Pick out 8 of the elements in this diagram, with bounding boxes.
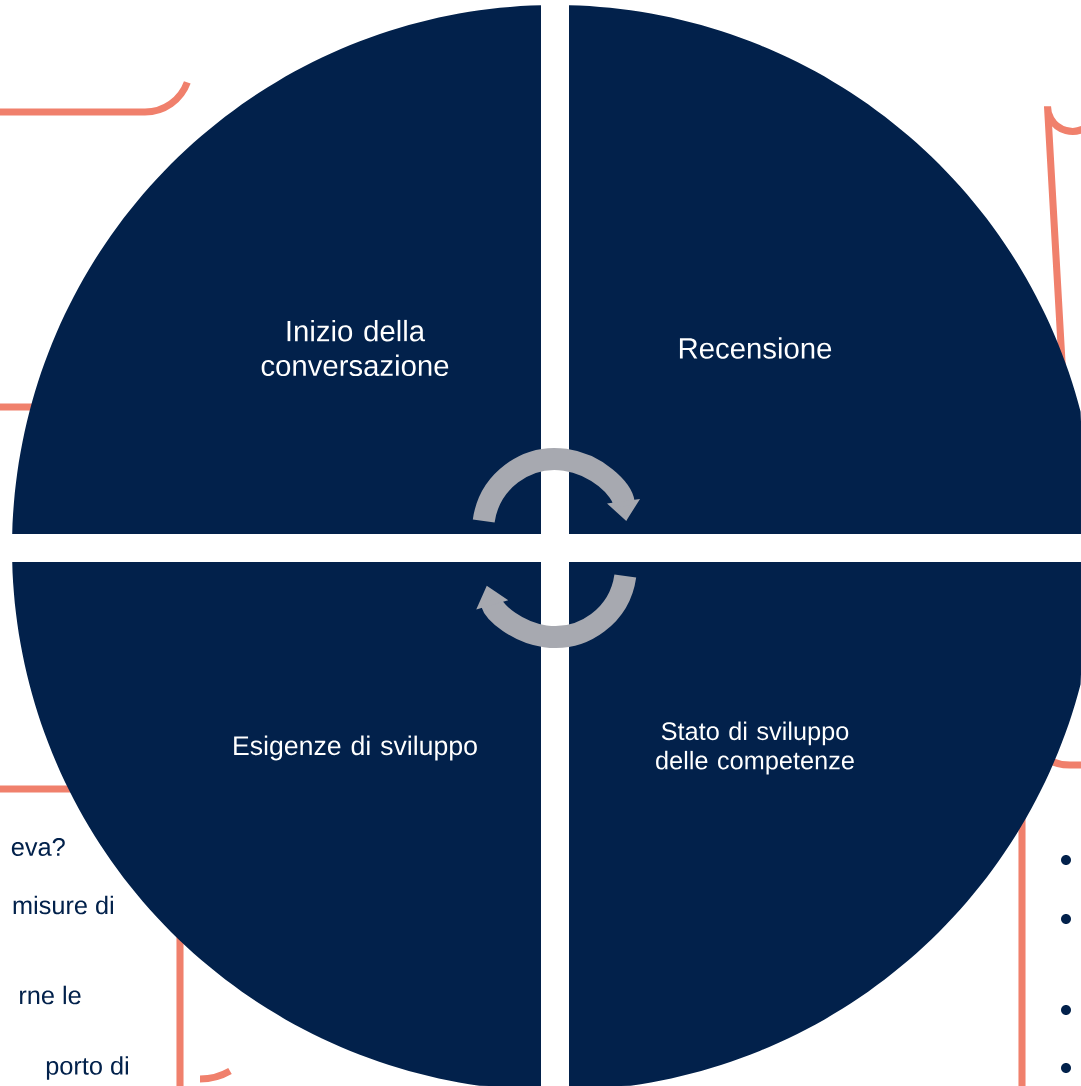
- quadrant: Recensione: [569, 5, 1081, 534]
- body-text: rne le: [20, 985, 81, 1005]
- body-text: porto di: [46, 1056, 128, 1080]
- quadrant: Inizio della conversazione: [12, 5, 541, 534]
- quadrant: Stato di sviluppo delle competenze: [569, 562, 1081, 1086]
- body-text: misure di: [13, 895, 113, 915]
- body-text: eva?: [11, 838, 65, 856]
- cycle-arrow: [472, 448, 640, 524]
